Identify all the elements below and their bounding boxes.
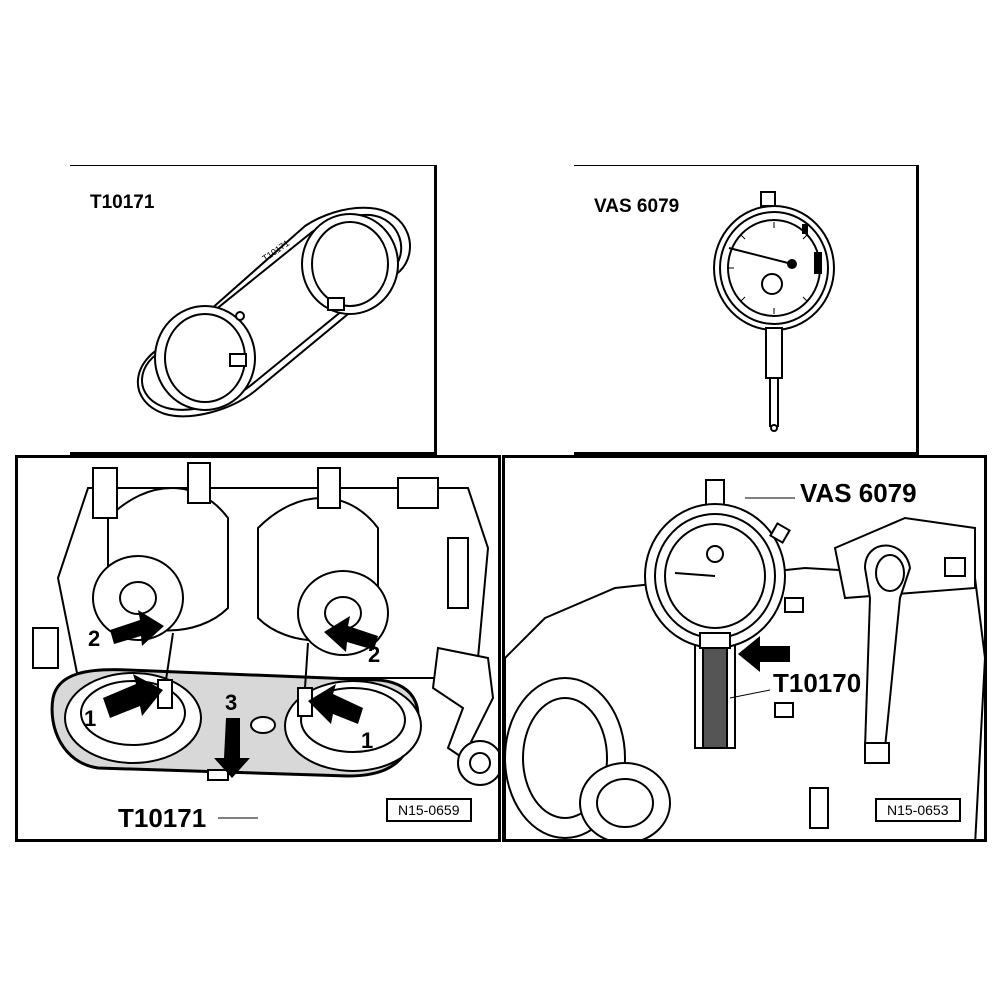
detail-panel-camshaft: 2 2 1 1 3 T10171 N15-0659 [15, 455, 501, 842]
tool-title-vas6079: VAS 6079 [594, 196, 680, 217]
tool-callout-t10171: T10171 [118, 803, 207, 833]
arrow-icon [738, 636, 790, 672]
dial-gauge-icon [713, 191, 835, 432]
dial-ticks [728, 222, 820, 314]
marker-2-right: 2 [368, 642, 381, 667]
marker-3: 3 [225, 690, 238, 715]
tool-panel-t10171: T10171 T10171 [70, 165, 437, 455]
gauge-illustration [505, 479, 984, 839]
ring-tool-icon: T10171 [137, 206, 411, 418]
marker-2-left: 2 [88, 626, 101, 651]
tool-title-t10171: T10171 [90, 192, 155, 213]
detail-panel-gauge: VAS 6079 T10170 N15-0653 [502, 455, 987, 842]
marker-1-left: 1 [84, 706, 97, 731]
gauge-callout-vas6079: VAS 6079 [800, 478, 917, 508]
marker-1-right: 1 [361, 728, 374, 753]
camshaft-illustration [32, 462, 498, 819]
adapter-callout-t10170: T10170 [773, 668, 862, 698]
dial-gauge-icon [644, 479, 791, 649]
figure-ref-n15-0659: N15-0659 [386, 798, 472, 822]
tool-panel-vas6079: VAS 6079 [574, 165, 919, 455]
figure-ref-n15-0653: N15-0653 [875, 798, 961, 822]
arrow-icon [103, 610, 378, 778]
